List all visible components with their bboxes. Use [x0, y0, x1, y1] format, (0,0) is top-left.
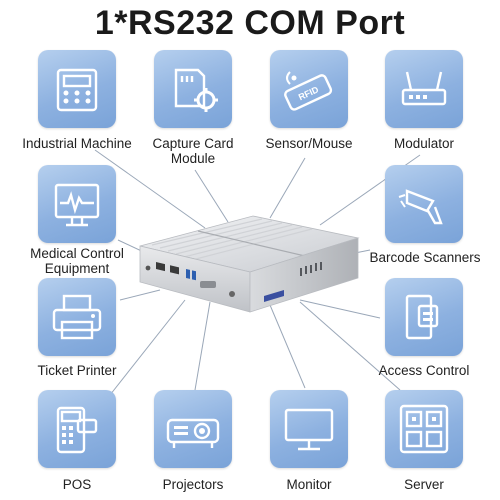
- monitor-icon: [284, 408, 334, 451]
- medical-monitor-icon: [54, 183, 100, 227]
- label-capture-card: Capture Card Module: [152, 136, 234, 166]
- tile-access-control: [385, 278, 463, 356]
- tile-sensor-mouse: RFID: [270, 50, 348, 128]
- printer-icon: [52, 294, 102, 340]
- access-control-icon: [405, 294, 439, 340]
- tile-modulator: [385, 50, 463, 128]
- label-modulator: Modulator: [393, 136, 455, 151]
- industrial-machine-icon: [56, 68, 98, 112]
- server-icon: [399, 404, 449, 454]
- tile-capture-card: [154, 50, 232, 128]
- tile-server: [385, 390, 463, 468]
- tile-pos: [38, 390, 116, 468]
- tile-medical-control: [38, 165, 116, 243]
- label-medical-control: Medical Control Equipment: [30, 246, 124, 276]
- rfid-sensor-icon: RFID: [284, 71, 333, 111]
- label-projectors: Projectors: [162, 477, 224, 492]
- label-access-control: Access Control: [378, 363, 470, 378]
- label-server: Server: [404, 477, 444, 492]
- tile-industrial-machine: [38, 50, 116, 128]
- tile-monitor: [270, 390, 348, 468]
- label-monitor: Monitor: [286, 477, 332, 492]
- page-title: 1*RS232 COM Port: [94, 4, 406, 42]
- barcode-scanner-icon: [398, 189, 443, 225]
- label-ticket-printer: Ticket Printer: [37, 363, 117, 378]
- label-sensor-mouse: Sensor/Mouse: [265, 136, 353, 151]
- tile-barcode-scanners: [385, 165, 463, 243]
- modulator-icon: [401, 71, 447, 106]
- projector-icon: [166, 418, 220, 448]
- label-pos: POS: [62, 477, 92, 492]
- pos-terminal-icon: [56, 406, 98, 454]
- tile-projectors: [154, 390, 232, 468]
- label-barcode-scanners: Barcode Scanners: [369, 250, 481, 265]
- capture-card-icon: [174, 68, 218, 112]
- label-industrial-machine: Industrial Machine: [22, 136, 132, 151]
- tile-ticket-printer: [38, 278, 116, 356]
